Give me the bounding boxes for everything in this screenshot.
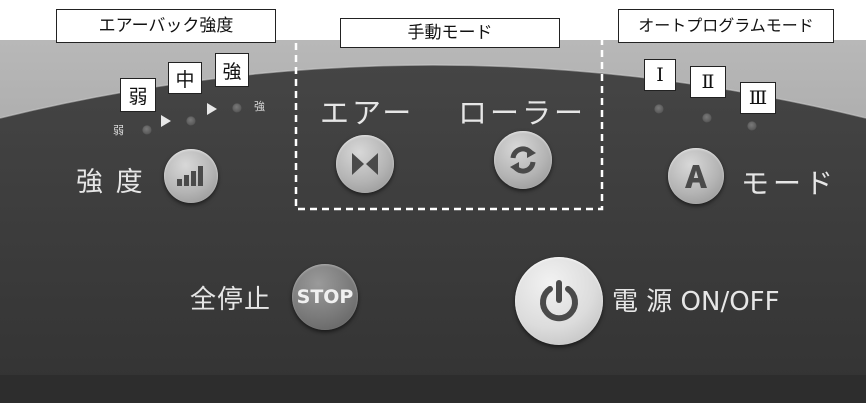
- air-label: エアー: [320, 96, 415, 130]
- program-3-tag: Ⅲ: [740, 82, 776, 114]
- program-2-led: [702, 113, 712, 123]
- intensity-button[interactable]: [164, 149, 218, 203]
- stop-button-label: STOP: [296, 286, 354, 308]
- intensity-strong-led: [232, 103, 242, 113]
- letter-a-icon: [685, 165, 707, 188]
- power-icon: [540, 280, 578, 322]
- air-button[interactable]: [336, 135, 394, 193]
- intensity-strong-tag: 強: [215, 53, 249, 87]
- manual-mode-callout: 手動モード: [340, 18, 560, 48]
- strong-small-label: 強: [254, 100, 265, 113]
- signal-bars-icon: [177, 166, 203, 186]
- bowtie-icon: [352, 153, 378, 175]
- rotate-icon: [510, 146, 536, 174]
- roller-button[interactable]: [494, 131, 552, 189]
- intensity-medium-led: [186, 116, 196, 126]
- power-button[interactable]: [515, 257, 603, 345]
- weak-small-label: 弱: [113, 124, 124, 137]
- program-1-led: [654, 104, 664, 114]
- intensity-medium-tag: 中: [168, 62, 202, 94]
- program-3-led: [747, 121, 757, 131]
- program-1-tag: Ⅰ: [644, 59, 676, 91]
- intensity-label: 強 度: [76, 167, 145, 198]
- all-stop-label: 全停止: [190, 285, 272, 315]
- auto-program-mode-callout: オートプログラムモード: [618, 9, 834, 43]
- program-2-tag: Ⅱ: [690, 66, 726, 98]
- arrow-2-icon: [207, 103, 217, 115]
- auto-program-button[interactable]: [668, 148, 724, 204]
- roller-label: ローラー: [458, 96, 587, 130]
- intensity-callout: エアーバック強度: [56, 9, 276, 43]
- manual-mode-outline: [294, 30, 604, 211]
- arrow-1-icon: [161, 115, 171, 127]
- intensity-weak-led: [142, 125, 152, 135]
- intensity-weak-tag: 弱: [120, 78, 156, 112]
- stop-button[interactable]: STOP: [292, 264, 358, 330]
- mode-label: モード: [741, 167, 838, 200]
- power-label: 電 源 ON/OFF: [612, 287, 780, 317]
